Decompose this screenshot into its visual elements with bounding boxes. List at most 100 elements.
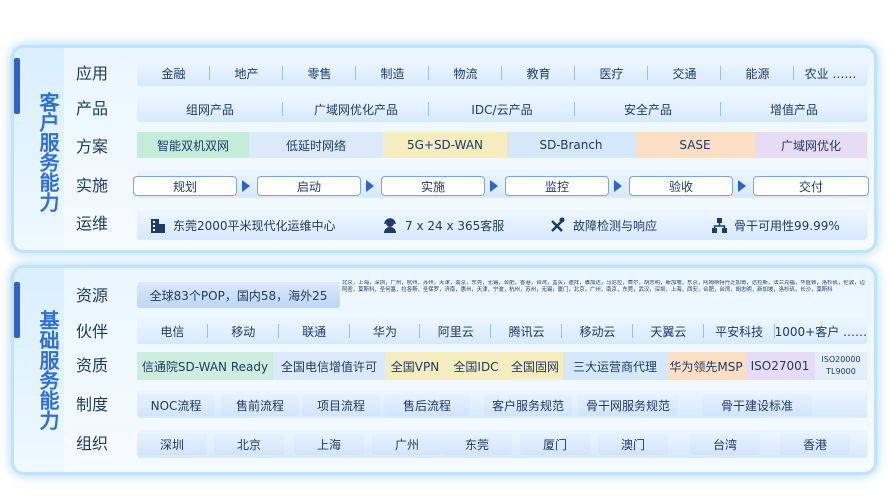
row-label-solution: 方案 bbox=[76, 137, 109, 156]
system-item: NOC流程 bbox=[137, 394, 215, 416]
arrow-right-icon bbox=[242, 180, 250, 192]
partner-item: 腾讯云 bbox=[491, 323, 562, 340]
organization-item: 澳门 bbox=[598, 433, 668, 455]
operations-item-label: 骨干可用性99.99% bbox=[734, 218, 840, 233]
row-label-implementation: 实施 bbox=[76, 176, 109, 195]
step-4: 监控 bbox=[505, 176, 609, 196]
arrow-right-icon bbox=[490, 180, 498, 192]
qualification-item: 信通院SD-WAN Ready bbox=[137, 352, 273, 380]
qualification-item: 全国固网 bbox=[507, 352, 563, 380]
application-item: 地产 bbox=[210, 65, 283, 82]
qualification-item: 三大运营商代理 bbox=[563, 352, 667, 380]
solution-item: SD-Branch bbox=[507, 132, 635, 158]
application-item: 医疗 bbox=[575, 65, 648, 82]
partner-item: 联通 bbox=[279, 323, 350, 340]
system-item: 骨干网服务规范 bbox=[578, 394, 678, 416]
pop-city-list: 北京，上海，深圳，广州，杭州，苏州，天津，南京，东莞，无锡，合肥，香港，台湾，孟… bbox=[342, 280, 865, 294]
operations-item: 骨干可用性99.99% bbox=[710, 216, 840, 234]
tools-icon bbox=[549, 216, 573, 234]
operations-item-label: 东莞2000平米现代化运维中心 bbox=[173, 218, 336, 233]
qualification-item: 全国VPN bbox=[385, 352, 445, 380]
operations-item: 故障检测与响应 bbox=[549, 216, 657, 234]
operations-item: 东莞2000平米现代化运维中心 bbox=[149, 216, 336, 234]
application-item: 农业 …… bbox=[804, 66, 857, 81]
row-label-partners: 伙伴 bbox=[76, 322, 109, 341]
organization-item: 广州 bbox=[372, 433, 442, 455]
partner-item: 平安科技 bbox=[704, 323, 775, 340]
application-item: 零售 bbox=[283, 65, 356, 82]
qualification-item: 华为领先MSP bbox=[667, 352, 745, 380]
operations-item-label: 7 x 24 x 365客服 bbox=[405, 218, 505, 233]
organization-item: 香港 bbox=[780, 433, 850, 455]
row-label-operations: 运维 bbox=[76, 214, 109, 233]
application-strip: 金融地产零售制造物流教育医疗交通能源农业 …… bbox=[137, 60, 867, 86]
system-item: 骨干建设标准 bbox=[702, 394, 812, 416]
solution-item: 智能双机双网 bbox=[137, 132, 249, 158]
partner-item: 1000+客户 …… bbox=[774, 324, 868, 339]
row-label-organization: 组织 bbox=[76, 434, 109, 453]
iso-20000: ISO20000 bbox=[821, 355, 861, 364]
row-label-resources: 资源 bbox=[76, 286, 109, 305]
operations-item: 7 x 24 x 365客服 bbox=[381, 216, 504, 234]
product-item: 广域网优化产品 bbox=[283, 101, 429, 118]
application-item: 物流 bbox=[429, 65, 502, 82]
arrow-right-icon bbox=[366, 180, 374, 192]
partner-item: 华为 bbox=[350, 323, 421, 340]
partner-item: 电信 bbox=[137, 323, 208, 340]
row-label-product: 产品 bbox=[76, 99, 109, 118]
solution-item: SASE bbox=[635, 132, 755, 158]
step-6: 交付 bbox=[753, 176, 869, 196]
organization-item: 北京 bbox=[214, 433, 284, 455]
row-label-qualifications: 资质 bbox=[76, 356, 109, 375]
customer-service-panel: 客户服务能力 应用 金融地产零售制造物流教育医疗交通能源农业 …… 产品 组网产… bbox=[14, 48, 874, 250]
side-tab bbox=[14, 48, 64, 250]
application-item: 金融 bbox=[137, 65, 210, 82]
application-item: 教育 bbox=[502, 65, 575, 82]
step-5: 验收 bbox=[629, 176, 733, 196]
partner-item: 阿里云 bbox=[420, 323, 492, 340]
step-1: 规划 bbox=[133, 176, 237, 196]
headset-icon bbox=[381, 216, 405, 234]
application-item: 能源 bbox=[721, 65, 794, 82]
step-2: 启动 bbox=[257, 176, 361, 196]
system-item: 售前流程 bbox=[221, 394, 299, 416]
step-3: 实施 bbox=[381, 176, 485, 196]
partner-item: 移动云 bbox=[562, 323, 633, 340]
system-item: 客户服务规范 bbox=[484, 394, 572, 416]
partner-item: 移动 bbox=[208, 323, 279, 340]
network-icon bbox=[710, 216, 734, 234]
system-item: 项目流程 bbox=[302, 394, 380, 416]
row-label-system: 制度 bbox=[76, 395, 109, 414]
tl-9000: TL9000 bbox=[826, 367, 856, 376]
application-item: 制造 bbox=[356, 65, 429, 82]
basic-service-panel: 基础服务能力 资源 全球83个POP，国内58，海外25 北京，上海，深圳，广州… bbox=[14, 268, 874, 472]
arrow-right-icon bbox=[738, 180, 746, 192]
side-title: 基础服务能力 bbox=[36, 310, 60, 430]
pop-summary: 全球83个POP，国内58，海外25 bbox=[137, 282, 340, 308]
partner-item: 天翼云 bbox=[633, 323, 704, 340]
qualification-item: ISO27001 bbox=[745, 352, 815, 380]
product-item: 增值产品 bbox=[769, 102, 818, 117]
side-tab bbox=[14, 268, 64, 472]
organization-item: 深圳 bbox=[137, 433, 207, 455]
row-label-application: 应用 bbox=[76, 64, 109, 83]
organization-item: 东莞 bbox=[442, 433, 512, 455]
side-accent-bar bbox=[14, 58, 20, 114]
solution-item: 5G+SD-WAN bbox=[383, 132, 507, 158]
product-item: 组网产品 bbox=[137, 101, 283, 118]
operations-item-label: 故障检测与响应 bbox=[573, 218, 658, 233]
qualification-item: 全国IDC bbox=[445, 352, 507, 380]
operations-strip bbox=[137, 210, 867, 240]
product-item: IDC/云产品 bbox=[429, 101, 575, 118]
qualification-item: 全国电信增值许可 bbox=[273, 352, 385, 380]
system-item: 售后流程 bbox=[384, 394, 470, 416]
arrow-right-icon bbox=[614, 180, 622, 192]
side-accent-bar bbox=[14, 282, 20, 338]
building-icon bbox=[149, 216, 173, 234]
organization-item: 厦门 bbox=[520, 433, 590, 455]
